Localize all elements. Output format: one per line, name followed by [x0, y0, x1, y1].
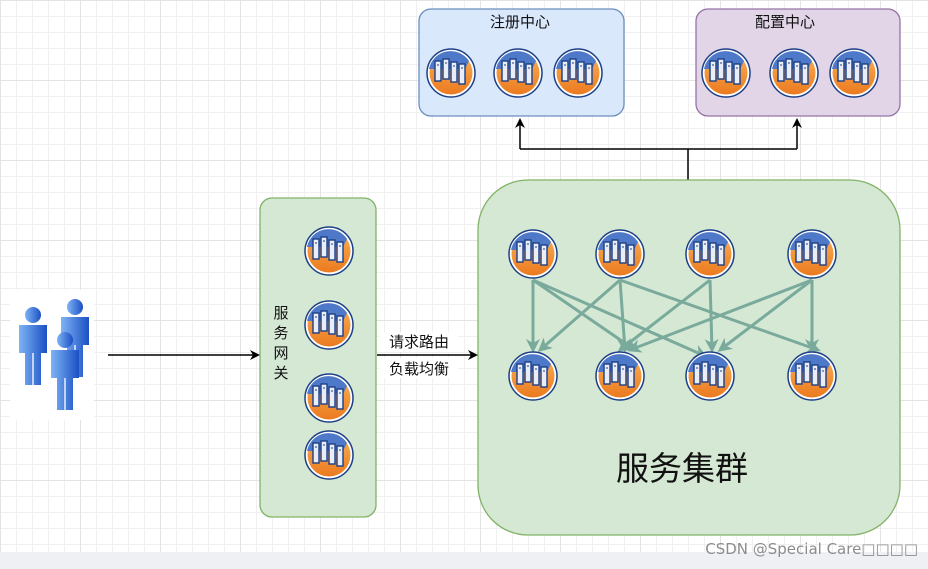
cluster-to-centers-connector — [515, 118, 802, 180]
cluster-load-arrows — [526, 278, 821, 358]
server-cluster-icon — [493, 48, 543, 98]
service-cluster-title: 服务集群 — [616, 449, 748, 488]
load-balance-label: 负载均衡 — [389, 360, 449, 378]
server-cluster-icon — [508, 351, 558, 401]
server-cluster-icon — [787, 229, 837, 279]
config-center-title: 配置中心 — [755, 13, 815, 31]
server-cluster-icon — [553, 48, 603, 98]
server-cluster-icon — [304, 373, 354, 423]
server-cluster-icon — [685, 229, 735, 279]
server-cluster-icon — [426, 48, 476, 98]
server-cluster-icon — [769, 48, 819, 98]
server-cluster-icon — [508, 229, 558, 279]
gateway-label-char: 网 — [273, 344, 288, 362]
gateway-label-char: 务 — [273, 324, 288, 342]
footer-band — [0, 552, 928, 569]
server-cluster-icon — [685, 351, 735, 401]
server-cluster-icon — [304, 226, 354, 276]
server-cluster-icon — [829, 48, 879, 98]
server-cluster-icon — [595, 351, 645, 401]
service-gateway-box — [259, 197, 377, 518]
watermark: CSDN @Special Care□□□□ — [705, 540, 918, 558]
gateway-label-char: 关 — [273, 364, 288, 382]
users-icon — [10, 290, 94, 420]
server-cluster-icon — [304, 430, 354, 480]
server-cluster-icon — [787, 351, 837, 401]
server-cluster-icon — [304, 300, 354, 350]
registry-center-title: 注册中心 — [490, 13, 550, 31]
server-cluster-icon — [701, 48, 751, 98]
gateway-label-char: 服 — [273, 304, 288, 322]
server-cluster-icon — [595, 229, 645, 279]
route-label: 请求路由 — [389, 333, 449, 351]
